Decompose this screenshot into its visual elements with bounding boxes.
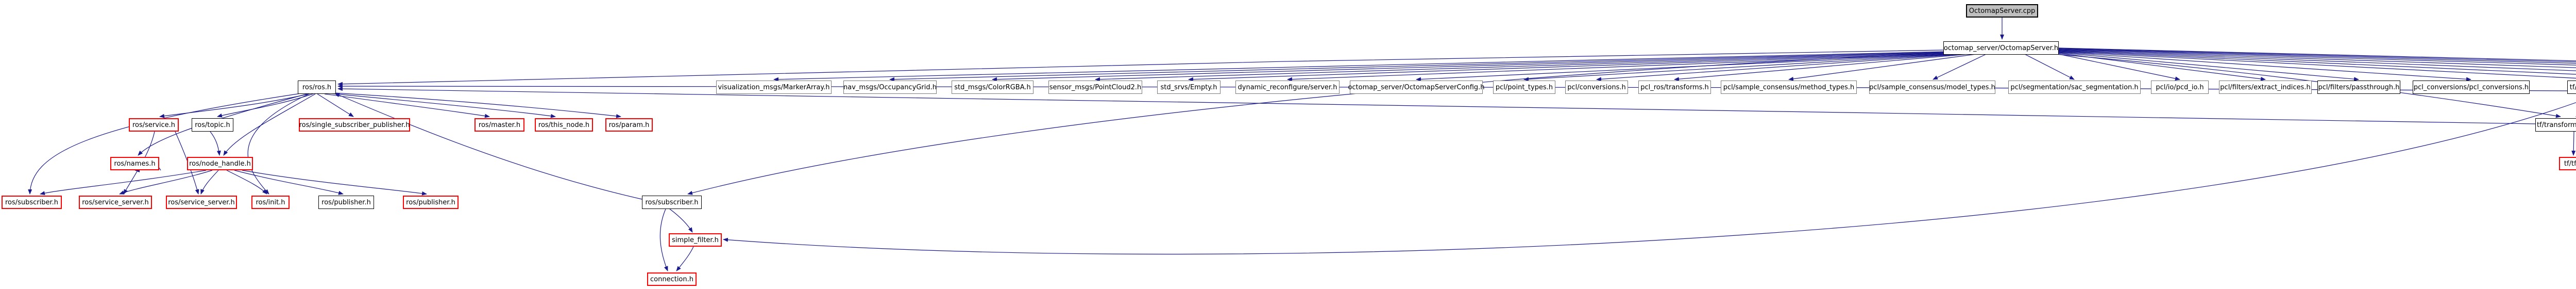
node-ros-master-h[interactable]: ros/master.h: [474, 118, 524, 132]
include-edge: [28, 93, 301, 195]
node-tf-message-filter-h[interactable]: tf/message_filter.h: [2567, 81, 2576, 94]
node-ros-subscriber-h-2[interactable]: ros/subscriber.h: [642, 196, 702, 209]
include-edge: [223, 93, 316, 156]
node-ros-single-subscriber-publisher-h[interactable]: ros/single_subscriber_publisher.h: [299, 118, 410, 132]
node-ros-names-h[interactable]: ros/names.h: [110, 157, 159, 170]
include-edge: [723, 102, 2576, 255]
node-pcl-ros-transforms-h[interactable]: pcl_ros/transforms.h: [1638, 81, 1711, 94]
include-edge: [247, 93, 310, 195]
include-edge: [317, 93, 354, 117]
include-edge: [200, 170, 219, 195]
include-edge: [2058, 50, 2576, 68]
include-edge: [2058, 50, 2576, 71]
include-edge: [1188, 53, 1947, 82]
include-edge: [337, 50, 1944, 86]
include-edge: [1596, 54, 1963, 82]
include-edge: [676, 246, 694, 271]
node-pcl-filters-passthrough-h[interactable]: pcl/filters/passthrough.h: [2317, 81, 2400, 94]
include-edge: [2571, 131, 2576, 156]
node-octomapserver-cpp[interactable]: OctomapServer.cpp: [1966, 4, 2038, 18]
include-edge: [159, 93, 312, 118]
include-edge: [337, 87, 2536, 124]
include-edge: [889, 52, 1946, 82]
node-pcl-sample-consensus-method-types-h[interactable]: pcl/sample_consensus/method_types.h: [1721, 81, 1857, 94]
node-tf-transform-listener-h[interactable]: tf/transform_listener.h: [2535, 118, 2576, 132]
node-ros-publisher-h[interactable]: ros/publisher.h: [318, 196, 374, 209]
node-ros-topic-h[interactable]: ros/topic.h: [192, 118, 233, 132]
node-ros-param-h[interactable]: ros/param.h: [605, 118, 653, 132]
include-edge: [1095, 53, 1946, 82]
include-edge: [324, 93, 490, 118]
include-edge: [992, 52, 1946, 82]
node-nav-msgs-occupancygrid-h[interactable]: nav_msgs/OccupancyGrid.h: [843, 81, 937, 94]
node-ros-node-handle-h[interactable]: ros/node_handle.h: [187, 157, 253, 170]
include-edge: [773, 51, 1946, 82]
include-edge: [242, 170, 427, 196]
node-ros-service-h[interactable]: ros/service.h: [129, 118, 179, 132]
include-edge: [2058, 51, 2576, 75]
include-edge: [2058, 48, 2576, 62]
node-visualization-msgs-markerarray-h[interactable]: visualization_msgs/MarkerArray.h: [716, 81, 832, 94]
include-edge: [329, 93, 556, 118]
include-edge: [119, 170, 213, 195]
node-std-msgs-colorrgba-h[interactable]: std_msgs/ColorRGBA.h: [952, 81, 1033, 94]
node-pcl-filters-extract-indices-h[interactable]: pcl/filters/extract_indices.h: [2219, 81, 2312, 94]
node-ros-service-server-h[interactable]: ros/service_server.h: [79, 196, 152, 209]
node-pcl-point-types-h[interactable]: pcl/point_types.h: [1493, 81, 1555, 94]
include-edge: [2058, 51, 2576, 79]
node-pcl-io-pcd-io-h[interactable]: pcl/io/pcd_io.h: [2151, 81, 2209, 94]
include-edge: [2058, 47, 2576, 61]
node-pcl-sample-consensus-model-types-h[interactable]: pcl/sample_consensus/model_types.h: [1869, 81, 1995, 94]
include-edge: [1523, 54, 1958, 82]
include-edge: [333, 92, 621, 118]
node-ros-ros-h[interactable]: ros/ros.h: [298, 81, 336, 94]
node-ros-this-node-h[interactable]: ros/this_node.h: [535, 118, 593, 132]
include-edge: [2058, 52, 2359, 82]
node-octomap-server-octomapserverconfig-h[interactable]: octomap_server/OctomapServerConfig.h: [1348, 81, 1485, 94]
include-edge: [40, 170, 207, 196]
node-pcl-conversions-h[interactable]: pcl/conversions.h: [1565, 81, 1628, 94]
node-ros-init-h[interactable]: ros/init.h: [251, 196, 290, 209]
include-edge: [2058, 52, 2471, 82]
include-edge: [1674, 54, 1969, 82]
include-edge: [669, 208, 693, 233]
include-edge: [138, 93, 308, 156]
node-octomap-server-octomapserver-h[interactable]: octomap_server/OctomapServer.h: [1943, 41, 2059, 55]
node-ros-publisher-h-2[interactable]: ros/publisher.h: [403, 196, 459, 209]
node-sensor-msgs-pointcloud2-h[interactable]: sensor_msgs/PointCloud2.h: [1048, 81, 1142, 94]
node-simple-filter-h[interactable]: simple_filter.h: [669, 233, 722, 247]
node-ros-subscriber-h[interactable]: ros/subscriber.h: [2, 196, 62, 209]
node-pcl-conversions-pcl-conversions-h[interactable]: pcl_conversions/pcl_conversions.h: [2413, 81, 2530, 94]
node-dynamic-reconfigure-server-h[interactable]: dynamic_reconfigure/server.h: [1235, 81, 1340, 94]
include-edge: [1788, 54, 1976, 81]
include-edge: [210, 131, 221, 156]
node-std-srvs-empty-h[interactable]: std_srvs/Empty.h: [1157, 81, 1221, 94]
include-edge: [234, 170, 344, 195]
include-edge: [659, 208, 668, 271]
include-edge: [226, 170, 267, 195]
node-connection-h[interactable]: connection.h: [647, 272, 697, 286]
include-edge: [2056, 53, 2180, 81]
include-edge: [2024, 54, 2075, 80]
include-edge: [1933, 54, 1987, 80]
include-edge: [2058, 49, 2576, 64]
include-edge: [334, 93, 642, 200]
node-ros-service-server-h-2[interactable]: ros/service_server.h: [166, 196, 237, 209]
include-edge: [1416, 54, 1953, 82]
node-pcl-segmentation-sac-segmentation-h[interactable]: pcl/segmentation/sac_segmentation.h: [2008, 81, 2141, 94]
include-edge: [687, 53, 1946, 195]
include-edge: [2058, 49, 2576, 66]
node-tf-tf-h[interactable]: tf/tf.h: [2559, 157, 2576, 170]
